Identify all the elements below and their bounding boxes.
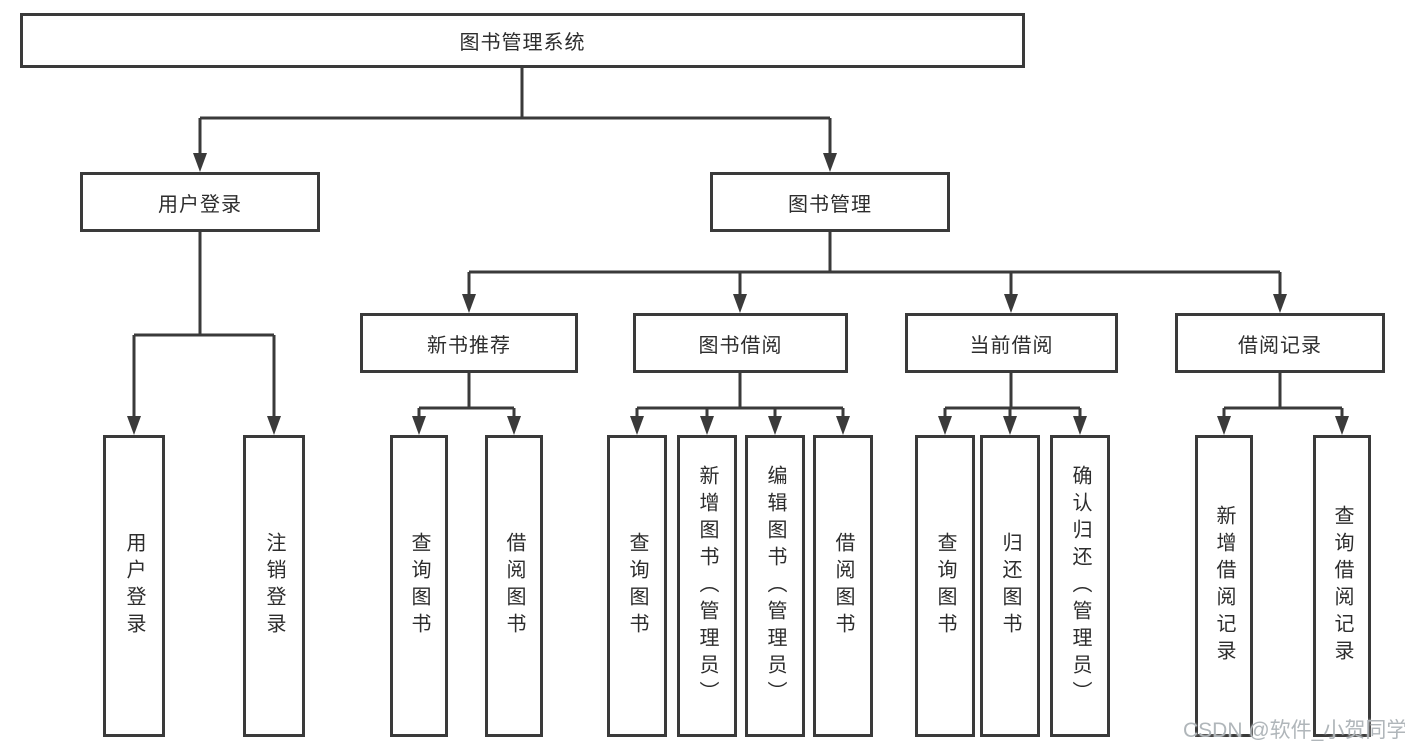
- leaf-query-books-3: 查询图书: [915, 435, 975, 737]
- node-book-borrowing: 图书借阅: [633, 313, 848, 373]
- node-current-borrowing-label: 当前借阅: [969, 334, 1054, 357]
- leaf-return-books-label: 归还图书: [999, 532, 1021, 640]
- node-borrowing-records: 借阅记录: [1175, 313, 1385, 373]
- leaf-confirm-return-admin-label: 确认归还（管理员）: [1069, 464, 1091, 708]
- leaf-user-login: 用户登录: [103, 435, 165, 737]
- leaf-borrow-books-2-label: 借阅图书: [832, 532, 854, 640]
- node-borrowing-records-label: 借阅记录: [1238, 334, 1322, 357]
- leaf-add-books-admin: 新增图书（管理员）: [677, 435, 737, 737]
- leaf-borrow-books-1-label: 借阅图书: [503, 532, 525, 640]
- leaf-return-books: 归还图书: [980, 435, 1040, 737]
- leaf-edit-books-admin: 编辑图书（管理员）: [745, 435, 805, 737]
- node-root-label: 图书管理系统: [459, 32, 586, 54]
- leaf-query-books-1-label: 查询图书: [408, 532, 430, 640]
- leaf-add-borrow-record: 新增借阅记录: [1195, 435, 1253, 737]
- csdn-watermark: CSDN @软件_小贺同学: [1183, 719, 1405, 742]
- leaf-query-books-2-label: 查询图书: [626, 532, 648, 640]
- leaf-query-borrow-record: 查询借阅记录: [1313, 435, 1371, 737]
- leaf-query-books-2: 查询图书: [607, 435, 667, 737]
- node-current-borrowing: 当前借阅: [905, 313, 1118, 373]
- node-book-management-label: 图书管理: [788, 193, 872, 216]
- node-user-login-branch: 用户登录: [80, 172, 320, 232]
- node-book-management-branch: 图书管理: [710, 172, 950, 232]
- leaf-query-books-3-label: 查询图书: [934, 532, 956, 640]
- leaf-user-login-label: 用户登录: [123, 532, 145, 640]
- leaf-confirm-return-admin: 确认归还（管理员）: [1050, 435, 1110, 737]
- leaf-logout-label: 注销登录: [263, 532, 285, 640]
- node-root-system: 图书管理系统: [20, 13, 1025, 68]
- leaf-add-borrow-record-label: 新增借阅记录: [1213, 505, 1235, 667]
- leaf-add-books-admin-label: 新增图书（管理员）: [696, 464, 718, 708]
- node-new-book-recommend: 新书推荐: [360, 313, 578, 373]
- node-book-borrowing-label: 图书借阅: [698, 334, 783, 357]
- leaf-borrow-books-2: 借阅图书: [813, 435, 873, 737]
- node-user-login-label: 用户登录: [158, 193, 242, 216]
- leaf-borrow-books-1: 借阅图书: [485, 435, 543, 737]
- leaf-logout: 注销登录: [243, 435, 305, 737]
- leaf-edit-books-admin-label: 编辑图书（管理员）: [764, 464, 786, 708]
- leaf-query-borrow-record-label: 查询借阅记录: [1331, 505, 1353, 667]
- node-new-book-recommend-label: 新书推荐: [427, 334, 511, 357]
- leaf-query-books-1: 查询图书: [390, 435, 448, 737]
